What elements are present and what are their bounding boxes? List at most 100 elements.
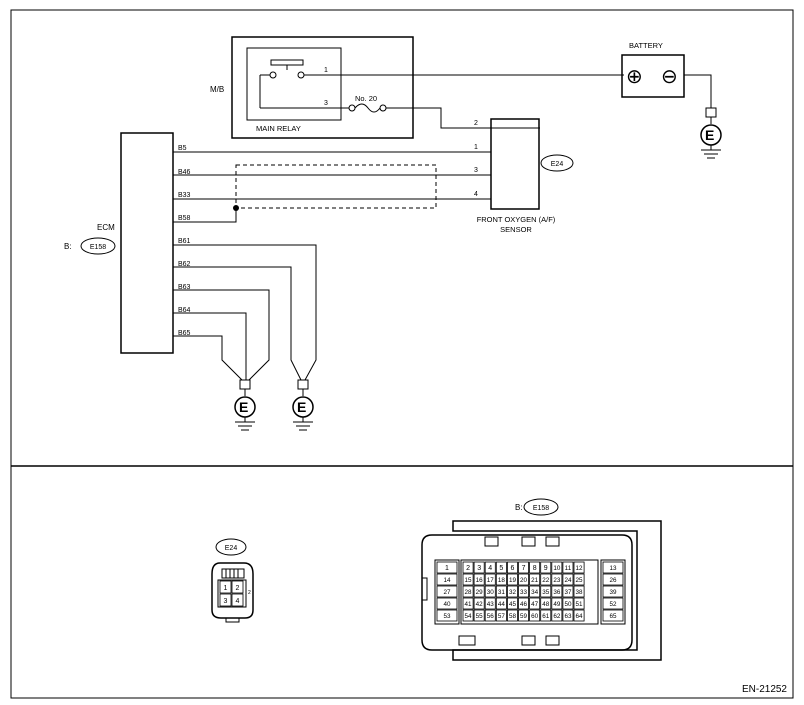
- e158-pin-label: 35: [542, 589, 550, 596]
- e24-pin-3: 3: [224, 598, 228, 605]
- e158-pin-cell: [602, 609, 624, 622]
- battery-box: [621, 54, 685, 98]
- e158-grid-right-frame: [600, 559, 626, 625]
- ground-ecm-2: E: [292, 379, 314, 431]
- e158-pin-cell: [562, 609, 574, 622]
- e158-key-bottom-2: [521, 635, 536, 646]
- e158-key-top-1: [484, 536, 499, 547]
- e158-pin-cell: [462, 597, 474, 610]
- e158-pin-label: 61: [542, 613, 550, 620]
- mb-box: [231, 36, 414, 139]
- e158-pin-label: 64: [576, 613, 584, 620]
- e158-pin-cell: [484, 561, 496, 574]
- e158-pin-cell: [495, 573, 507, 586]
- e24-housing: [211, 562, 254, 619]
- ground-battery-label: E: [705, 127, 714, 143]
- e24-latch: [221, 568, 245, 579]
- battery-label: BATTERY: [629, 41, 663, 50]
- main-box: M/B MAIN RELAY 1 3 No. 20: [210, 36, 414, 139]
- e158-pin-label: 20: [520, 577, 528, 584]
- e158-pin-cell: [518, 561, 530, 574]
- e158-pin-cell: [436, 597, 458, 610]
- sensor-pin-4: 4: [474, 191, 478, 198]
- e24-pin-frame: [217, 579, 247, 608]
- e158-pin-label: 59: [520, 613, 528, 620]
- e158-pin-label: 26: [609, 577, 617, 584]
- e158-pin-label: 1: [445, 565, 449, 572]
- e158-pin-label: 7: [522, 565, 526, 572]
- sensor-pin-1: 1: [474, 144, 478, 151]
- e158-pin-cell: [602, 585, 624, 598]
- e158-pin-label: 11: [565, 565, 572, 572]
- e158-pin-cell: [573, 585, 585, 598]
- e158-pin-label: 24: [564, 577, 572, 584]
- e158-pin-cell: [518, 597, 530, 610]
- e158-pin-cell: [495, 561, 507, 574]
- e158-pin-label: 45: [509, 601, 517, 608]
- e158-pin-label: 3: [477, 565, 481, 572]
- e158-pin-label: 14: [443, 577, 451, 584]
- e24-view-tag: [215, 538, 247, 556]
- e158-pin-label: 9: [544, 565, 548, 572]
- e24-connector-view: E24 1 2 3 4 2: [211, 538, 254, 623]
- e158-pin-cell: [495, 609, 507, 622]
- e158-pin-cell: [562, 597, 574, 610]
- e158-pin-label: 36: [553, 589, 561, 596]
- ecm-box: [120, 132, 174, 354]
- ecm-pin-b33: B33: [178, 192, 191, 199]
- e158-pin-cell: [473, 585, 485, 598]
- e158-pin-cell: [436, 609, 458, 622]
- relay-contact-right: [297, 71, 305, 79]
- e158-grid-left-frame: [434, 559, 460, 625]
- e158-pin-label: 37: [564, 589, 572, 596]
- e158-pin-label: 32: [509, 589, 517, 596]
- e158-pin-label: 46: [520, 601, 528, 608]
- e158-pin-label: 21: [531, 577, 539, 584]
- relay-pin-1: 1: [324, 67, 328, 74]
- sensor-connector-tag: [540, 154, 574, 172]
- e158-pin-label: 2: [466, 565, 470, 572]
- sensor-box: [490, 118, 540, 210]
- wire-b63: [173, 289, 270, 381]
- ecm: ECM B: E158 B5 B46 B33 B58 B61 B62 B63 B…: [64, 132, 191, 354]
- ecm-connector-label: E158: [90, 244, 106, 251]
- e158-pin-label: 30: [487, 589, 495, 596]
- e158-pin-label: 22: [542, 577, 550, 584]
- e158-pin-cell: [540, 585, 552, 598]
- e158-pin-cell: [518, 609, 530, 622]
- sensor-label-line2: SENSOR: [500, 225, 532, 234]
- e158-pin-cell: [436, 561, 458, 574]
- relay-pin-3: 3: [324, 100, 328, 107]
- e158-housing: [421, 534, 633, 651]
- wire-b61: [173, 244, 317, 381]
- e158-pin-cell: [473, 573, 485, 586]
- e158-pin-label: 25: [576, 577, 584, 584]
- fuse-end-right: [379, 104, 387, 112]
- e158-pin-cell: [529, 561, 541, 574]
- e158-pin-label: 51: [576, 601, 584, 608]
- e158-pin-cell: [462, 609, 474, 622]
- e158-pin-label: 33: [520, 589, 528, 596]
- e158-pin-label: 62: [553, 613, 561, 620]
- e158-pin-cell: [473, 561, 485, 574]
- fuse-element: [354, 103, 381, 113]
- e158-view-tag: [523, 498, 559, 516]
- e158-key-top-3: [545, 536, 560, 547]
- page-border: [10, 9, 794, 699]
- e24-side-mark: 2: [248, 590, 251, 596]
- e158-pin-cell: [573, 597, 585, 610]
- e158-pin-cell: [573, 609, 585, 622]
- e158-pin-cell: [506, 609, 518, 622]
- ecm-pin-b58: B58: [178, 215, 191, 222]
- e158-view-label: E158: [533, 505, 549, 512]
- sensor-pin-3: 3: [474, 167, 478, 174]
- e158-pin-cell: [551, 573, 563, 586]
- e158-pin-cell: [602, 561, 624, 574]
- sensor-pin-2: 2: [474, 120, 478, 127]
- wire-b58: [173, 208, 237, 223]
- e158-pin-label: 47: [531, 601, 539, 608]
- e158-pin-label: 60: [531, 613, 539, 620]
- ground-battery: E: [700, 107, 722, 159]
- front-oxygen-sensor: E24 FRONT OXYGEN (A/F) SENSOR 2 1 3 4: [474, 118, 574, 234]
